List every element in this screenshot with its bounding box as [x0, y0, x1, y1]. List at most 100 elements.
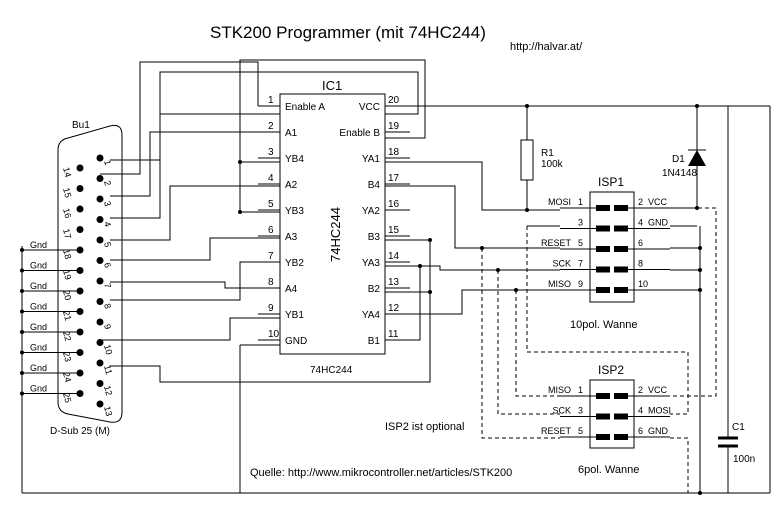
isp-pin-number: 10 [638, 279, 648, 289]
ic1-pin-label: B1 [368, 336, 381, 347]
isp2-note: ISP2 ist optional [385, 421, 465, 433]
isp-pin [596, 246, 610, 252]
isp-pin [596, 413, 610, 420]
isp-pin [614, 413, 628, 420]
isp-pin-number: 6 [638, 238, 643, 248]
isp-signal-label: SCK [552, 406, 571, 416]
dsub-pin-number: 22 [61, 330, 73, 342]
dsub-pin-number: 8 [102, 302, 113, 309]
ic1-pin-number: 3 [268, 147, 274, 158]
ic1-pin-label: YB2 [285, 258, 304, 269]
isp-signal-label: GND [648, 218, 669, 228]
dsub-pin-number: 19 [61, 269, 73, 281]
isp-pin-number: 4 [638, 218, 643, 228]
dsub-pin [96, 236, 104, 244]
isp-pin-number: 3 [578, 218, 583, 228]
dsub-pin-number: 20 [61, 289, 73, 301]
isp-pin [596, 434, 610, 440]
dsub-pin [76, 164, 84, 172]
isp-signal-label: MOSI [548, 197, 571, 207]
ic1-pin-number: 13 [388, 277, 400, 288]
dsub-pin-number: 24 [61, 371, 73, 383]
dsub-pin [76, 226, 84, 233]
isp-pin-number: 5 [578, 426, 583, 436]
ic1-pin-number: 2 [268, 121, 274, 132]
gnd-label: Gnd [30, 240, 47, 250]
r1-body [520, 139, 534, 181]
dsub-pin [96, 400, 104, 408]
dsub-pins: 1234567891011121314151617181920212223242… [61, 154, 114, 417]
dsub-pin-number: 1 [102, 159, 113, 166]
isp-pin-number: 1 [578, 385, 583, 395]
isp-signal-label: RESET [541, 238, 572, 248]
ic1-pin-label: YA1 [362, 154, 381, 165]
ic1-part: 74HC244 [328, 207, 343, 262]
dsub-pin-number: 17 [61, 228, 73, 240]
ic1-pin-label: A1 [285, 128, 298, 139]
gnd-label: Gnd [30, 343, 47, 353]
dsub-pin-number: 4 [102, 220, 113, 227]
ic1-pin-label: B4 [368, 180, 381, 191]
ic1-pin-label: A2 [285, 180, 298, 191]
dsub-pin [96, 154, 104, 162]
isp-pin-number: 6 [638, 426, 643, 436]
isp-signal-label: MOSI [648, 406, 671, 416]
gnd-label: Gnd [30, 384, 47, 394]
ic1-pin-number: 9 [268, 303, 274, 314]
ic1-pin-number: 15 [388, 225, 400, 236]
ic1-pin-number: 5 [268, 199, 274, 210]
gnd-label: Gnd [30, 302, 47, 312]
d1-value: 1N4148 [662, 168, 697, 179]
isp-pin-number: 3 [578, 406, 583, 416]
ic1-pin-label: Enable A [285, 102, 325, 113]
source-label: Quelle: http://www.mikrocontroller.net/a… [250, 467, 512, 479]
ic1-pin-label: B3 [368, 232, 381, 243]
dsub-outline [57, 124, 123, 423]
dsub-pin-number: 15 [61, 187, 73, 199]
ic1-pin-label: YB4 [285, 154, 304, 165]
ic1-pin-label: YB1 [285, 310, 304, 321]
ic1-name: IC1 [322, 78, 342, 93]
isp-pin-number: 4 [638, 406, 643, 416]
isp-pin [614, 266, 628, 273]
r1-value: 100k [541, 159, 564, 170]
url-label: http://halvar.at/ [510, 41, 583, 53]
dsub-pin-number: 13 [102, 405, 114, 417]
ic1-pin-label: B2 [368, 284, 381, 295]
dsub-pin [96, 277, 104, 285]
dsub-pin-number: 18 [61, 248, 73, 260]
isp-pin [614, 287, 628, 293]
ic1-pin-label: YA2 [362, 206, 381, 217]
ic1-pin-label: A3 [285, 232, 298, 243]
d1-body [688, 150, 706, 166]
ic1-pin-label: YB3 [285, 206, 304, 217]
isp2-name: ISP2 [598, 363, 624, 377]
dsub-pin-number: 21 [61, 310, 73, 322]
gnd-label: Gnd [30, 281, 47, 291]
dsub-pin-number: 14 [61, 166, 73, 178]
dsub-pin-number: 6 [102, 261, 113, 268]
isp2-body [589, 379, 635, 449]
isp-signal-label: VCC [648, 197, 668, 207]
ic1-pin-number: 19 [388, 121, 400, 132]
ic1-pin-number: 4 [268, 173, 274, 184]
dsub-pin [96, 318, 104, 326]
isp-pin [596, 225, 610, 232]
ic1-body [279, 93, 386, 355]
dsub-pin-number: 11 [102, 364, 114, 376]
ic1-pin-number: 7 [268, 251, 274, 262]
isp-pin [614, 434, 628, 440]
ic1-pin-number: 1 [268, 95, 274, 106]
gnd-label: Gnd [30, 363, 47, 373]
isp-pin-number: 8 [638, 259, 643, 269]
ic1-pin-number: 14 [388, 251, 400, 262]
isp-pin-number: 9 [578, 279, 583, 289]
ic1-pin-number: 18 [388, 147, 400, 158]
dsub-pin-number: 3 [102, 200, 113, 207]
dsub-pin-number: 9 [102, 323, 113, 330]
dsub-pin [96, 359, 104, 367]
